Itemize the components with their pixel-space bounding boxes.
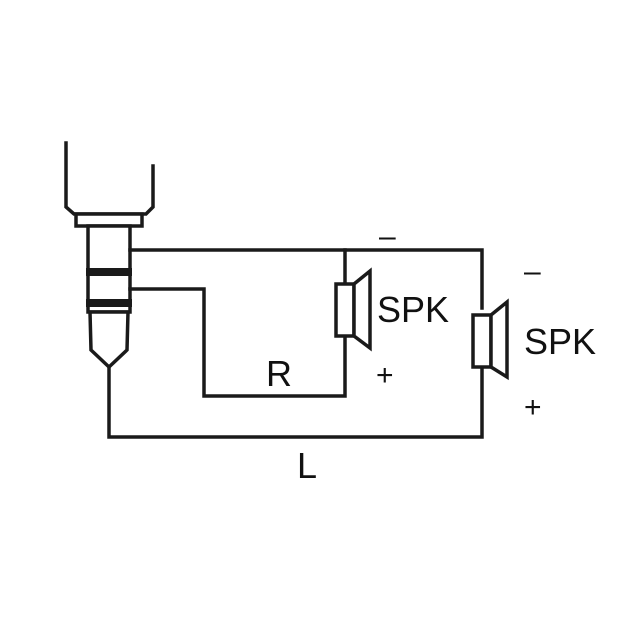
plug-collar xyxy=(74,212,144,228)
plug-body-outline xyxy=(64,141,155,216)
trs-jack-plug-icon xyxy=(64,141,155,370)
left-plus-sign: + xyxy=(524,391,542,424)
right-plus-sign: + xyxy=(376,359,394,392)
speaker-left-icon xyxy=(471,298,509,381)
speaker-right-label: SPK xyxy=(377,289,449,330)
left-channel-label: L xyxy=(297,445,317,486)
right-channel-label: R xyxy=(266,353,292,394)
right-channel-wire xyxy=(128,287,347,398)
left-minus-sign: – xyxy=(524,255,541,288)
speaker-left-magnet xyxy=(471,313,493,369)
speaker-left-cone xyxy=(489,298,509,381)
right-minus-sign: – xyxy=(379,220,396,253)
speaker-left-label: SPK xyxy=(524,321,596,362)
plug-tip xyxy=(88,310,130,370)
speaker-right-magnet xyxy=(334,282,356,338)
ground-wire xyxy=(128,248,484,310)
left-channel-wire xyxy=(107,364,484,439)
speaker-right-cone xyxy=(352,267,372,352)
plug-insulator-ring-2 xyxy=(86,299,132,307)
plug-insulator-ring-1 xyxy=(86,268,132,276)
speaker-right-icon xyxy=(334,267,372,352)
